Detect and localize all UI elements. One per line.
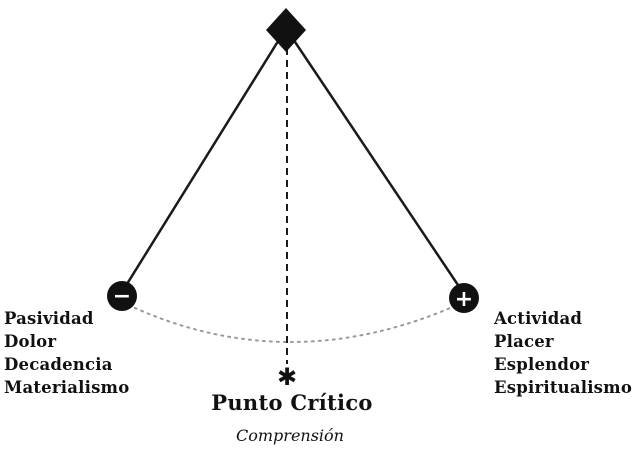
left-pole-item-decadencia: Decadencia <box>4 355 113 374</box>
swing-arc <box>121 301 465 343</box>
right-pole-item-espiritualismo: Espiritualismo <box>494 378 633 397</box>
left-pole-item-materialismo: Materialismo <box>4 378 130 397</box>
right-pole-list: Actividad Placer Esplendor Espiritualism… <box>494 307 632 399</box>
right-pendulum-arm <box>285 29 466 295</box>
right-pole-item-esplendor: Esplendor <box>494 355 590 374</box>
left-pole-item-pasividad: Pasividad <box>4 309 94 328</box>
critical-point-title: Punto Crítico <box>211 390 373 415</box>
critical-point-subtitle: Comprensión <box>236 426 344 445</box>
left-pendulum-arm <box>120 29 287 293</box>
right-pole-item-placer: Placer <box>494 332 554 351</box>
negative-pole: − <box>107 281 137 311</box>
positive-pole: + <box>449 283 479 313</box>
minus-icon: − <box>113 284 131 309</box>
critical-point-asterisk-icon: ✱ <box>277 363 297 391</box>
right-pole-item-actividad: Actividad <box>494 309 583 328</box>
plus-icon: + <box>455 287 473 312</box>
pivot-diamond <box>266 8 306 52</box>
left-pole-item-dolor: Dolor <box>4 332 57 351</box>
left-pole-list: Pasividad Dolor Decadencia Materialismo <box>4 307 129 399</box>
